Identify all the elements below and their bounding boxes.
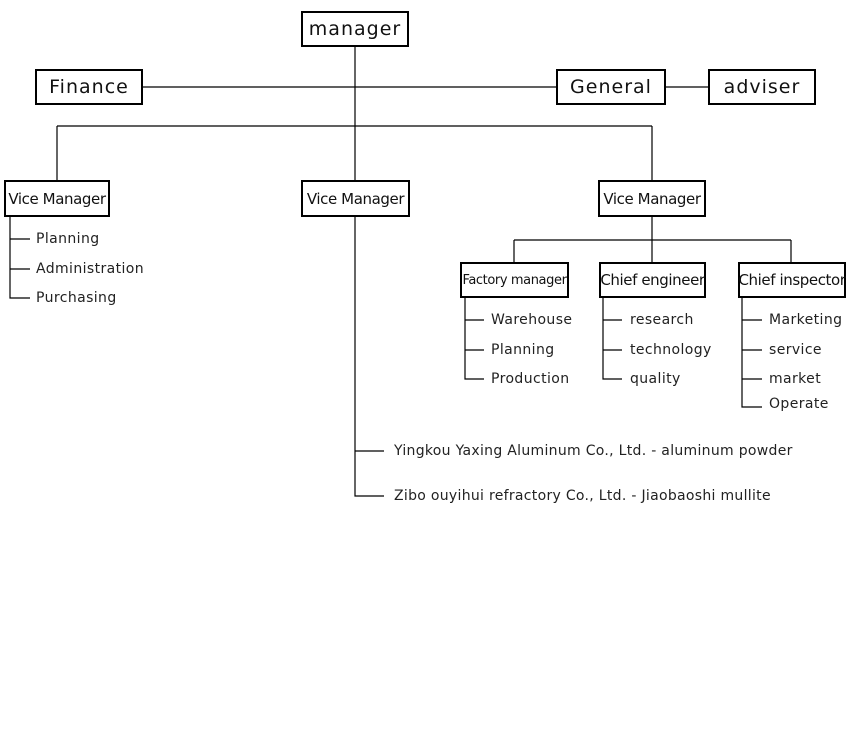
company-item: Zibo ouyihui refractory Co., Ltd. - Jiao… (394, 488, 771, 504)
factory-manager-box: Factory manager (460, 262, 569, 298)
list-item: quality (630, 371, 681, 387)
list-item: Operate (769, 396, 829, 412)
list-item: Planning (491, 342, 555, 358)
list-item: Planning (36, 231, 100, 247)
chief-engineer-box: Chief engineer (599, 262, 706, 298)
list-item: service (769, 342, 822, 358)
list-item: market (769, 371, 822, 387)
list-item: Purchasing (36, 290, 117, 306)
list-item: research (630, 312, 694, 328)
connector-line (464, 298, 484, 380)
connector-line (741, 298, 762, 408)
vice-manager-box-right: Vice Manager (598, 180, 706, 217)
connector-line (602, 298, 622, 380)
list-item: Warehouse (491, 312, 573, 328)
list-item: Production (491, 371, 570, 387)
adviser-box: adviser (708, 69, 816, 105)
general-box: General (556, 69, 666, 105)
list-item: Marketing (769, 312, 843, 328)
list-item: technology (630, 342, 712, 358)
connector-line (9, 217, 30, 299)
list-item: Administration (36, 261, 145, 277)
chief-inspector-box: Chief inspector (738, 262, 846, 298)
finance-box: Finance (35, 69, 143, 105)
vice-manager-box-left: Vice Manager (4, 180, 110, 217)
vice-manager-box-middle: Vice Manager (301, 180, 410, 217)
manager-box: manager (301, 11, 409, 47)
connector-line (354, 217, 384, 497)
company-item: Yingkou Yaxing Aluminum Co., Ltd. - alum… (394, 443, 793, 459)
